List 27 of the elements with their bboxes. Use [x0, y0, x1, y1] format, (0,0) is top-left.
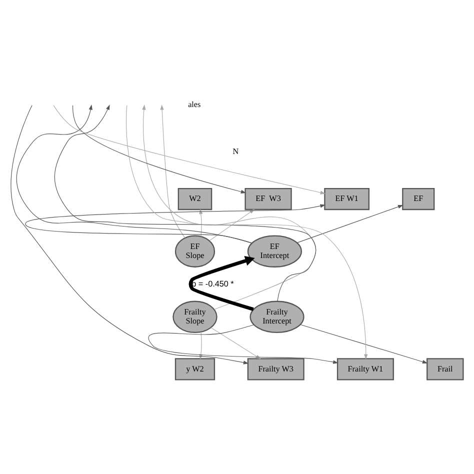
node-box: W2 — [178, 188, 212, 210]
arrow — [160, 104, 186, 238]
node-ellipse: Frailty Intercept — [250, 300, 304, 334]
node-box: EF W3 — [244, 188, 292, 210]
node-box: EF — [402, 188, 435, 210]
node-box: y W2 — [174, 358, 216, 380]
arrow — [54, 104, 316, 302]
arrow — [199, 208, 203, 237]
node-box: Frailty W1 — [336, 358, 394, 380]
arrow — [10, 105, 249, 364]
arrow — [188, 256, 255, 311]
arrow — [16, 104, 252, 244]
arrow — [300, 324, 428, 364]
arrow — [142, 104, 316, 310]
node-ellipse: EF Intercept — [247, 235, 302, 268]
node-ellipse: EF Slope — [174, 235, 216, 268]
arrow — [148, 324, 338, 364]
arrow — [53, 105, 326, 194]
label: ales — [188, 100, 201, 109]
label: N — [232, 147, 239, 156]
node-ellipse: Frailty Slope — [172, 300, 218, 334]
node-box: EF W1 — [324, 188, 370, 210]
arrow — [26, 204, 326, 244]
node-box: Frailty W3 — [247, 358, 304, 380]
arrow — [72, 105, 246, 194]
node-box: Frail — [426, 358, 464, 380]
arrow — [297, 205, 404, 243]
